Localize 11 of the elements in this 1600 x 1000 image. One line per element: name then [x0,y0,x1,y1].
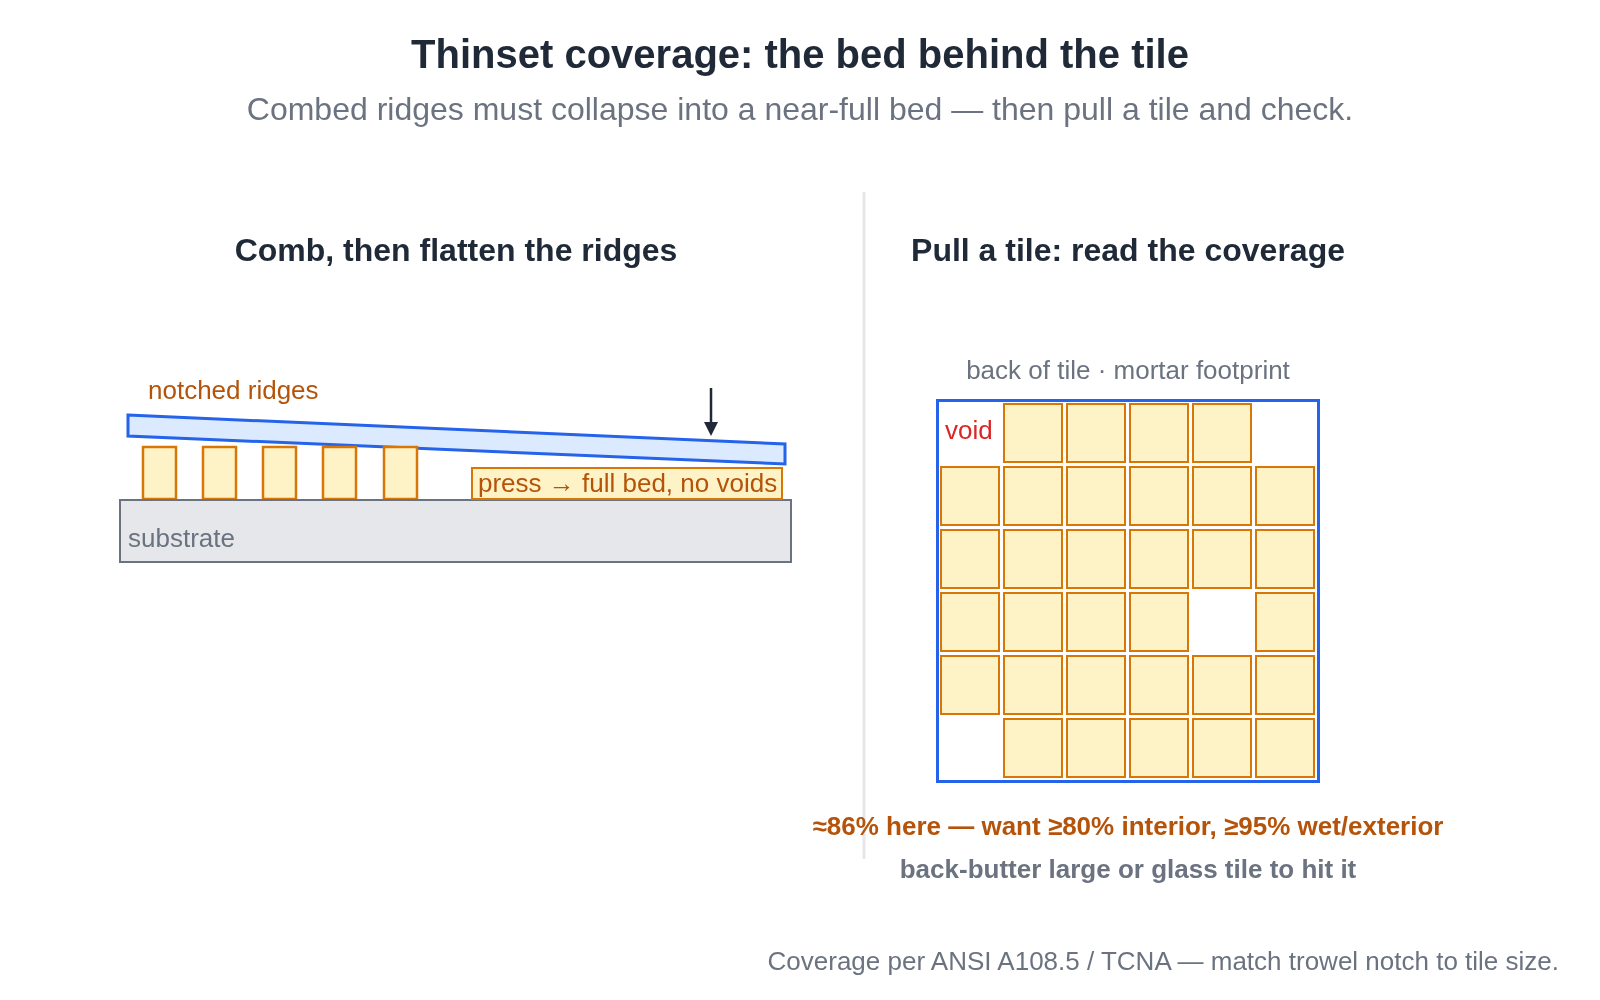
footnote: Coverage per ANSI A108.5 / TCNA — match trowel notch to tile size. [767,946,1559,978]
substrate-label: substrate [128,523,235,555]
advice-note: back-butter large or glass tile to hit it [899,854,1357,886]
panel-heading: Pull a tile: read the coverage [911,231,1345,270]
substrate-slab [119,499,792,563]
annotation-label: notched ridges [148,375,319,407]
tile-caption: back of tile · mortar footprint [966,355,1290,387]
coverage-note: ≈86% here — want ≥80% interior, ≥95% wet/exterior [812,811,1444,843]
diagram-title: Thinset coverage: the bed behind the tile [411,31,1189,78]
subtitle: Combed ridges must collapse into a near-full bed — then pull a tile and check. [246,90,1354,129]
panel-heading: Comb, then flatten the ridges [234,231,678,270]
